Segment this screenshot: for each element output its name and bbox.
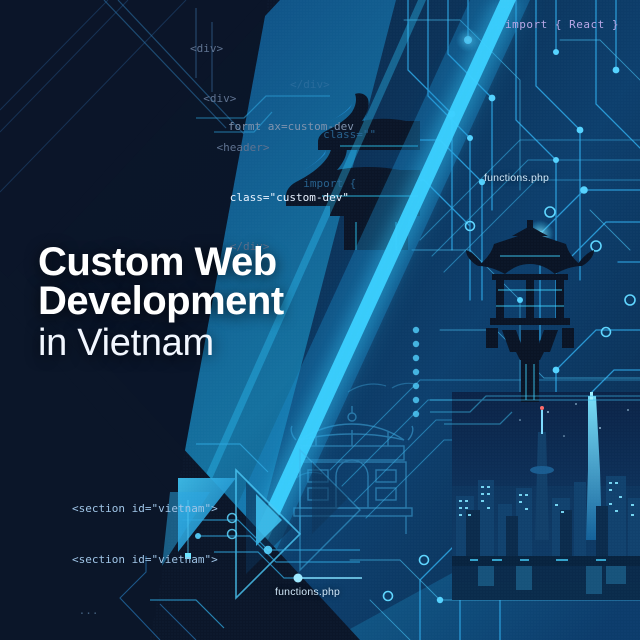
background-art <box>0 0 640 640</box>
poster-canvas: <div> <div> <header> class="custom-dev" … <box>0 0 640 640</box>
